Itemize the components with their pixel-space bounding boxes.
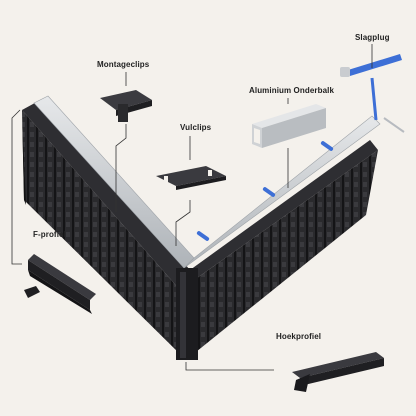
label-montageclips: Montageclips xyxy=(97,60,150,69)
label-f-profiel: F-profiel xyxy=(33,230,66,239)
left-wall xyxy=(22,98,190,360)
label-hoekprofiel: Hoekprofiel xyxy=(276,332,322,341)
label-aluminium-onderbalk: Aluminium Onderbalk xyxy=(249,86,335,95)
f-profiel-part xyxy=(24,254,96,314)
aluminium-rails xyxy=(33,95,381,269)
onderbalk-part xyxy=(252,104,326,148)
montageclip-part xyxy=(100,90,152,122)
leader-lines xyxy=(11,44,373,371)
label-slagplug: Slagplug xyxy=(355,33,390,42)
hoekprofiel-part xyxy=(292,352,384,392)
right-wall xyxy=(180,140,378,360)
slagplug-part xyxy=(340,54,405,133)
label-vulclips: Vulclips xyxy=(180,123,212,132)
vulclip-part xyxy=(156,166,226,190)
corner-post xyxy=(176,268,198,360)
blue-plugs xyxy=(196,141,334,241)
